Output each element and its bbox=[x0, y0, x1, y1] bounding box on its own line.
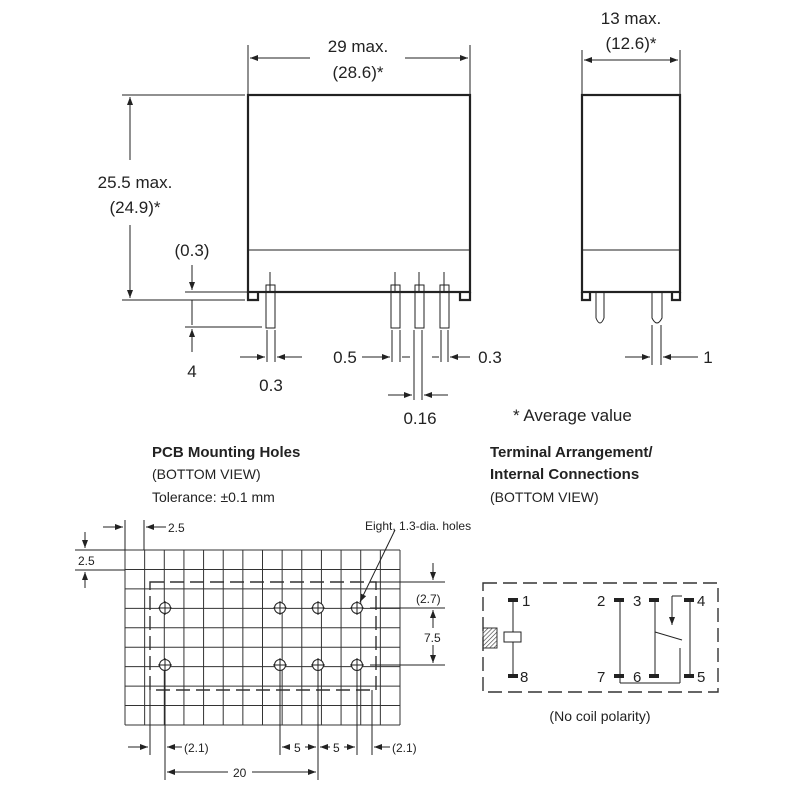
footnote: * Average value bbox=[513, 406, 632, 425]
pins bbox=[265, 272, 450, 329]
pin-7-label: 7 bbox=[597, 669, 605, 686]
pcb-subtitle: (BOTTOM VIEW) bbox=[152, 466, 261, 482]
terminal-subtitle: (BOTTOM VIEW) bbox=[490, 489, 599, 505]
width-max-label: 29 max. bbox=[328, 37, 388, 56]
side-view: 13 max. (12.6)* 1 bbox=[580, 9, 713, 367]
pin-5-label: 5 bbox=[697, 669, 705, 686]
dim-top-label: (2.7) bbox=[416, 592, 441, 606]
width-avg-label: (28.6)* bbox=[332, 63, 383, 82]
dim-20-label: 20 bbox=[233, 766, 247, 780]
pin-length-label: 4 bbox=[187, 362, 196, 381]
pin-8-label: 8 bbox=[520, 669, 528, 686]
grid-y-label: 2.5 bbox=[78, 554, 95, 568]
pin-4-label: 4 bbox=[697, 593, 705, 610]
terminal-title-1: Terminal Arrangement/ bbox=[490, 444, 653, 461]
pin-1-label: 1 bbox=[522, 593, 530, 610]
height-max-label: 25.5 max. bbox=[98, 173, 173, 192]
coil-polarity-note: (No coil polarity) bbox=[549, 708, 650, 724]
pin-width-a-label: 0.5 bbox=[333, 348, 357, 367]
pin-6-label: 6 bbox=[633, 669, 641, 686]
hole-crosshair bbox=[273, 601, 287, 615]
pcb-hole-grid: Eight, 1.3-dia. holes 2.5 2.5 (2.7) 7.5 … bbox=[75, 519, 471, 780]
dim-right-label: (2.1) bbox=[392, 741, 417, 755]
pin-width-left-label: 0.3 bbox=[259, 376, 283, 395]
holes-note: Eight, 1.3-dia. holes bbox=[365, 519, 471, 533]
pin-2-label: 2 bbox=[597, 593, 605, 610]
pcb-tolerance: Tolerance: ±0.1 mm bbox=[152, 489, 275, 505]
height-avg-label: (24.9)* bbox=[109, 198, 160, 217]
terminal-diagram: 1 2 3 4 8 7 6 5 (No coil polarity) bbox=[482, 582, 719, 724]
hole-crosshair bbox=[311, 601, 325, 615]
pin-3-label: 3 bbox=[633, 593, 641, 610]
front-view: 29 max. (28.6)* 25.5 max. (24.9)* (0.3) … bbox=[98, 37, 502, 428]
pin-width-b-label: 0.3 bbox=[478, 348, 502, 367]
dim-5b-label: 5 bbox=[333, 741, 340, 755]
side-width-avg-label: (12.6)* bbox=[605, 34, 656, 53]
hole-crosshair bbox=[350, 601, 364, 615]
hole-crosshair bbox=[158, 601, 172, 615]
dim-5a-label: 5 bbox=[294, 741, 301, 755]
pcb-title: PCB Mounting Holes bbox=[152, 444, 300, 461]
grid-x-label: 2.5 bbox=[168, 521, 185, 535]
terminal-title-2: Internal Connections bbox=[490, 466, 639, 483]
dim-row-label: 7.5 bbox=[424, 631, 441, 645]
side-pin-dim-label: 1 bbox=[703, 348, 712, 367]
dim-left-label: (2.1) bbox=[184, 741, 209, 755]
pin-gap-label: 0.16 bbox=[403, 409, 436, 428]
side-width-max-label: 13 max. bbox=[601, 9, 661, 28]
standoff-label: (0.3) bbox=[175, 241, 210, 260]
